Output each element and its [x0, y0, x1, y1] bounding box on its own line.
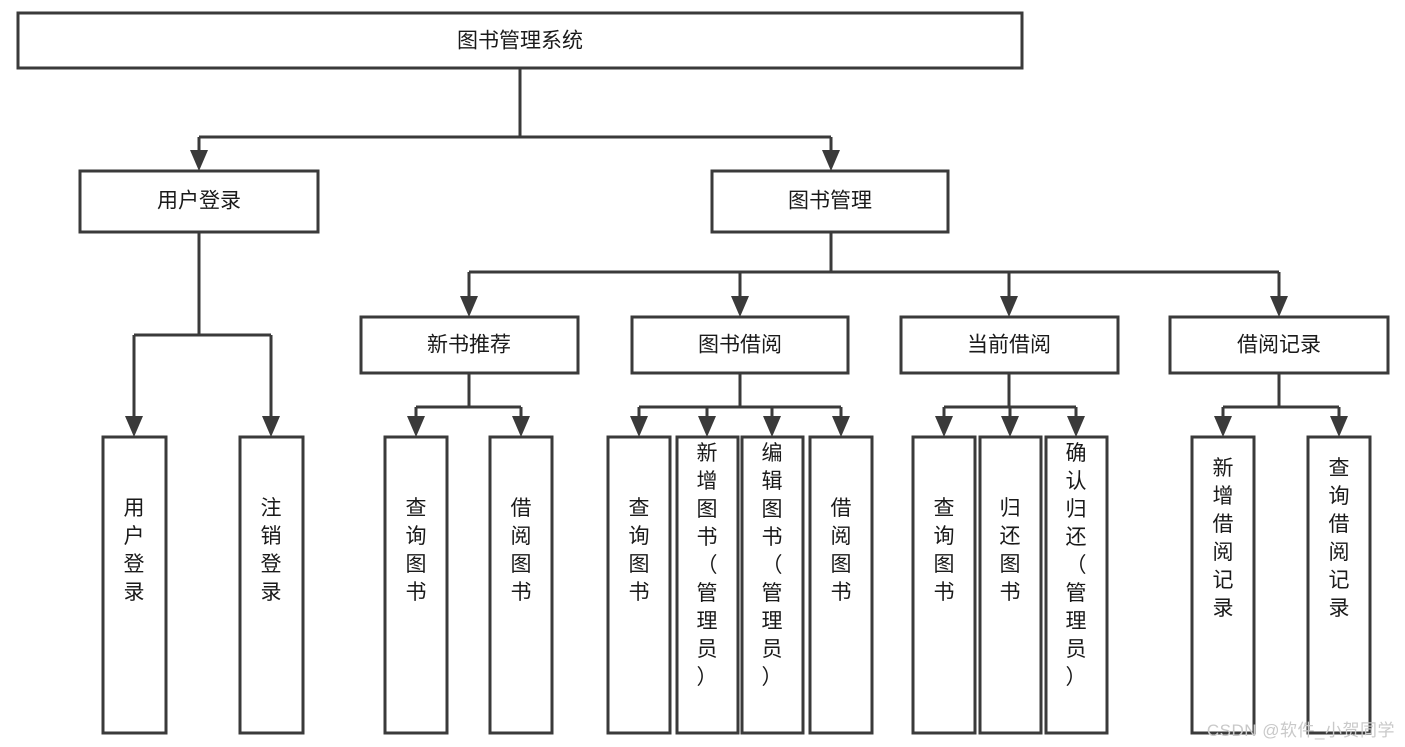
- node-leaf-return-book-label: 归还图书: [1000, 497, 1021, 604]
- node-leaf-confirm-return-box[interactable]: [1044, 435, 1109, 735]
- node-book-manage-label: 图书管理: [788, 190, 872, 213]
- node-leaf-query-record-label: 查询借阅记录: [1329, 457, 1350, 620]
- node-root-box[interactable]: [16, 11, 1024, 70]
- node-leaf-logout-login-box[interactable]: [238, 435, 305, 735]
- node-leaf-add-record[interactable]: 新增借阅记录: [1190, 435, 1256, 735]
- node-user-login-box[interactable]: [78, 169, 320, 234]
- node-leaf-add-record-box[interactable]: [1190, 435, 1256, 735]
- node-leaf-logout-login[interactable]: 注销登录: [238, 435, 305, 735]
- node-leaf-query-book-1-box[interactable]: [383, 435, 449, 735]
- arrow-leaf-borrow-book-1-icon: [512, 416, 530, 437]
- node-leaf-borrow-book-2-label: 借阅图书: [831, 497, 852, 604]
- node-new-book-recommend-label: 新书推荐: [427, 334, 511, 357]
- node-leaf-query-book-3-label: 查询图书: [934, 497, 955, 604]
- node-leaf-return-book-box[interactable]: [978, 435, 1043, 735]
- edges-new-book-recommend-to-leaves: [407, 373, 530, 437]
- arrow-leaf-query-book-1-icon: [407, 416, 425, 437]
- node-new-book-recommend-box[interactable]: [359, 315, 580, 375]
- node-user-login-label: 用户登录: [157, 190, 241, 213]
- node-leaf-borrow-book-1-label: 借阅图书: [511, 497, 532, 604]
- node-leaf-confirm-return-label: 确认归还（管理员）: [1066, 442, 1087, 689]
- node-current-borrow-box[interactable]: [899, 315, 1120, 375]
- node-leaf-query-book-3[interactable]: 查询图书: [911, 435, 977, 735]
- node-book-borrow[interactable]: 图书借阅: [630, 315, 850, 375]
- node-leaf-add-record-label: 新增借阅记录: [1213, 457, 1234, 620]
- node-leaf-user-login-label: 用户登录: [124, 497, 145, 604]
- node-leaf-query-book-3-box[interactable]: [911, 435, 977, 735]
- node-current-borrow-label: 当前借阅: [967, 334, 1051, 357]
- node-new-book-recommend[interactable]: 新书推荐: [359, 315, 580, 375]
- arrow-leaf-borrow-book-2-icon: [832, 416, 850, 437]
- arrow-leaf-add-record-icon: [1214, 416, 1232, 437]
- node-leaf-query-book-2-label: 查询图书: [629, 497, 650, 604]
- node-root[interactable]: 图书管理系统: [16, 11, 1024, 70]
- node-borrow-record-label: 借阅记录: [1237, 334, 1321, 357]
- node-leaf-query-book-1[interactable]: 查询图书: [383, 435, 449, 735]
- arrow-leaf-edit-book-icon: [763, 416, 781, 437]
- arrow-leaf-query-book-3-icon: [935, 416, 953, 437]
- node-leaf-query-book-2[interactable]: 查询图书: [606, 435, 672, 735]
- node-leaf-query-record[interactable]: 查询借阅记录: [1306, 435, 1372, 735]
- node-leaf-query-record-box[interactable]: [1306, 435, 1372, 735]
- node-book-manage-box[interactable]: [710, 169, 950, 234]
- node-leaf-edit-book-box[interactable]: [740, 435, 805, 735]
- arrow-leaf-add-book-icon: [698, 416, 716, 437]
- arrow-to-new-book-recommend-icon: [460, 296, 478, 317]
- node-leaf-add-book-box[interactable]: [675, 435, 740, 735]
- node-leaf-logout-login-label: 注销登录: [261, 497, 282, 604]
- node-root-label: 图书管理系统: [457, 30, 583, 53]
- arrow-leaf-query-record-icon: [1330, 416, 1348, 437]
- edges-root-to-level1: [190, 68, 840, 171]
- node-leaf-confirm-return[interactable]: 确认归还（管理员）: [1044, 435, 1109, 735]
- arrow-to-current-borrow-icon: [1000, 296, 1018, 317]
- node-current-borrow[interactable]: 当前借阅: [899, 315, 1120, 375]
- edges-user-login-to-leaves: [125, 232, 280, 437]
- arrow-to-user-login-icon: [190, 150, 208, 171]
- node-leaf-borrow-book-2-box[interactable]: [808, 435, 874, 735]
- node-leaf-edit-book[interactable]: 编辑图书（管理员）: [740, 435, 805, 735]
- node-leaf-add-book[interactable]: 新增图书（管理员）: [675, 435, 740, 735]
- node-book-borrow-box[interactable]: [630, 315, 850, 375]
- node-borrow-record[interactable]: 借阅记录: [1168, 315, 1390, 375]
- node-leaf-edit-book-label: 编辑图书（管理员）: [762, 442, 783, 689]
- node-borrow-record-box[interactable]: [1168, 315, 1390, 375]
- arrow-to-book-borrow-icon: [731, 296, 749, 317]
- node-leaf-query-book-2-box[interactable]: [606, 435, 672, 735]
- node-book-manage[interactable]: 图书管理: [710, 169, 950, 234]
- node-leaf-return-book[interactable]: 归还图书: [978, 435, 1043, 735]
- arrow-leaf-logout-login-icon: [262, 416, 280, 437]
- edges-book-borrow-to-leaves: [630, 373, 850, 437]
- arrow-to-borrow-record-icon: [1270, 296, 1288, 317]
- arrow-leaf-confirm-return-icon: [1067, 416, 1085, 437]
- node-leaf-query-book-1-label: 查询图书: [406, 497, 427, 604]
- arrow-to-book-manage-icon: [822, 150, 840, 171]
- arrow-leaf-return-book-icon: [1001, 416, 1019, 437]
- node-leaf-borrow-book-2[interactable]: 借阅图书: [808, 435, 874, 735]
- edges-book-manage-to-level2: [460, 232, 1288, 317]
- node-leaf-user-login-box[interactable]: [101, 435, 168, 735]
- edges-borrow-record-to-leaves: [1214, 373, 1348, 437]
- arrow-leaf-query-book-2-icon: [630, 416, 648, 437]
- node-book-borrow-label: 图书借阅: [698, 334, 782, 357]
- edges-current-borrow-to-leaves: [935, 373, 1085, 437]
- node-leaf-borrow-book-1[interactable]: 借阅图书: [488, 435, 554, 735]
- node-user-login[interactable]: 用户登录: [78, 169, 320, 234]
- node-leaf-add-book-label: 新增图书（管理员）: [697, 442, 718, 689]
- node-leaf-borrow-book-1-box[interactable]: [488, 435, 554, 735]
- node-leaf-user-login[interactable]: 用户登录: [101, 435, 168, 735]
- arrow-leaf-user-login-icon: [125, 416, 143, 437]
